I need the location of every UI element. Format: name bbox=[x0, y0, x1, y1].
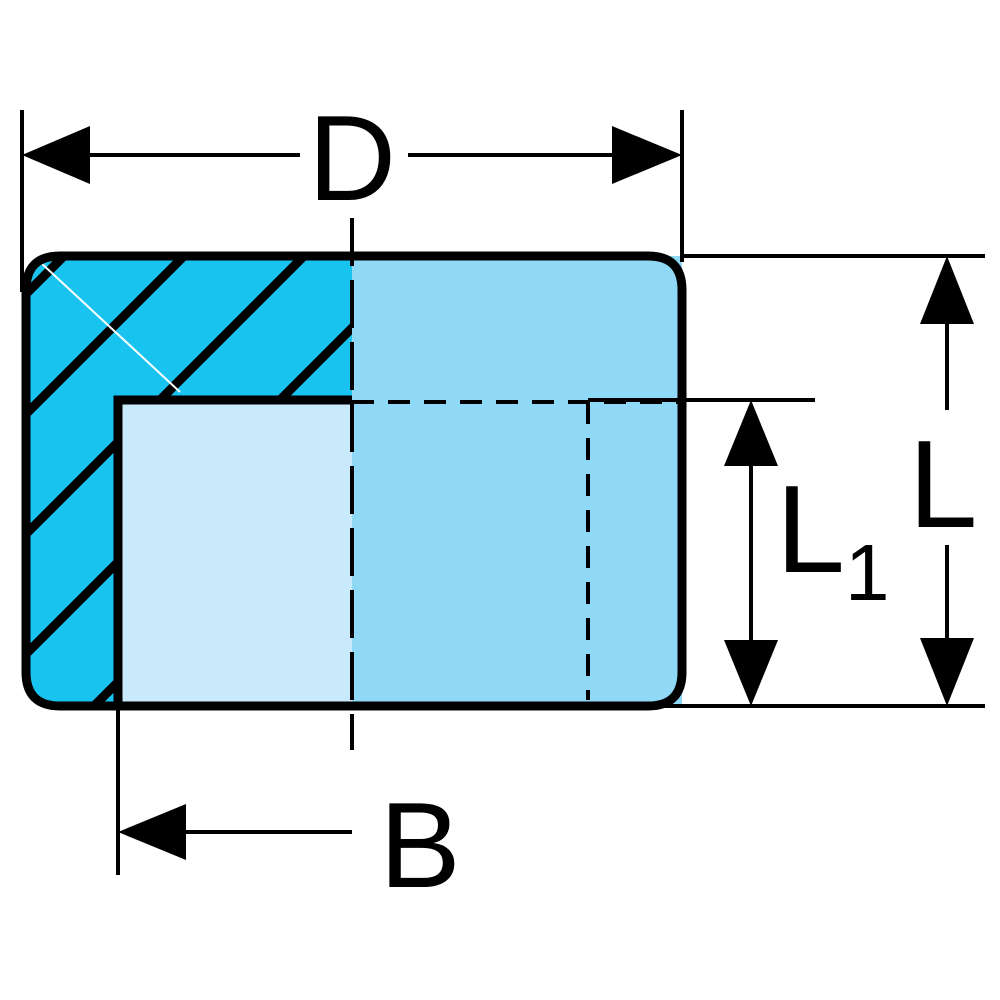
arrow-down-icon bbox=[920, 638, 974, 706]
dimension-D: D bbox=[20, 90, 684, 292]
dimension-L: L bbox=[648, 254, 985, 708]
dimension-label-L: L bbox=[909, 416, 978, 554]
arrow-down-icon bbox=[724, 640, 778, 706]
arrow-up-icon bbox=[724, 400, 778, 466]
dimension-B: B bbox=[116, 706, 461, 913]
arrow-up-icon bbox=[920, 256, 974, 324]
dimension-label-L1: L1 bbox=[776, 461, 889, 617]
dimension-label-L1-sub: 1 bbox=[845, 528, 890, 617]
cap-bore-section bbox=[118, 400, 352, 706]
dimension-label-L1-main: L bbox=[776, 461, 845, 599]
dimension-L1: L1 bbox=[588, 398, 889, 706]
arrow-left-icon bbox=[118, 804, 186, 860]
bore-outline bbox=[113, 395, 352, 706]
cap-body-rounded-fill bbox=[352, 256, 682, 706]
dimension-label-D: D bbox=[308, 90, 396, 226]
arrow-right-icon bbox=[612, 126, 682, 184]
arrow-left-icon bbox=[22, 126, 90, 184]
dimension-label-B: B bbox=[379, 777, 460, 913]
